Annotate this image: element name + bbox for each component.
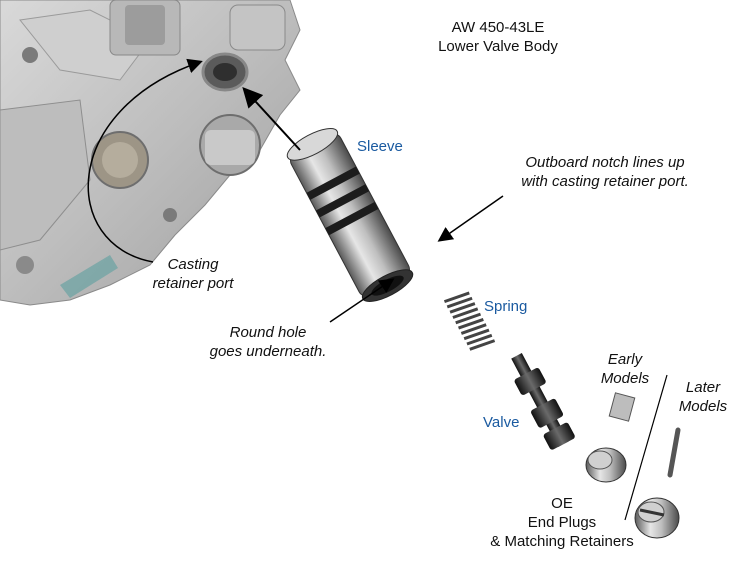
valve-label: Valve (483, 414, 520, 431)
later-end-plug (634, 497, 680, 539)
round-hole-callout: Round hole goes underneath. (198, 323, 338, 361)
outboard-line-1: Outboard notch lines up (525, 154, 685, 171)
later-line-1: Later (685, 379, 721, 396)
valve-body-casting (0, 0, 301, 306)
casting-port-callout: Casting retainer port (138, 255, 248, 293)
spring-label: Spring (484, 298, 528, 315)
later-retainer-pin (667, 427, 681, 478)
title-line-1: AW 450-43LE (451, 19, 545, 36)
round-hole-line-1: Round hole (229, 324, 307, 341)
spring-part (443, 291, 496, 351)
later-models-label: Later Models (668, 378, 738, 416)
round-hole-line-2: goes underneath. (209, 343, 327, 360)
outboard-line-2: with casting retainer port. (521, 173, 689, 190)
oe-line-1: OE (551, 495, 573, 512)
early-end-plug (585, 447, 627, 483)
casting-line-1: Casting (167, 256, 219, 273)
insert-arrow (242, 87, 301, 151)
oe-line-2: End Plugs (527, 514, 597, 531)
later-line-2: Models (678, 398, 728, 415)
oe-end-plugs-label: OE End Plugs & Matching Retainers (472, 494, 652, 551)
outboard-notch-arrow (437, 195, 504, 242)
early-line-2: Models (600, 370, 650, 387)
models-divider (624, 374, 668, 521)
round-hole-arrow (329, 278, 395, 323)
title-line-2: Lower Valve Body (438, 38, 558, 55)
outboard-notch-callout: Outboard notch lines up with casting ret… (500, 153, 710, 191)
early-retainer (608, 392, 636, 422)
valve-part (511, 353, 575, 450)
oe-line-3: & Matching Retainers (490, 533, 634, 550)
early-models-label: Early Models (590, 350, 660, 388)
sleeve-label: Sleeve (357, 138, 403, 155)
casting-line-2: retainer port (152, 275, 234, 292)
diagram-title: AW 450-43LE Lower Valve Body (418, 18, 578, 56)
early-line-1: Early (607, 351, 643, 368)
casting-port-arrow (87, 58, 203, 263)
